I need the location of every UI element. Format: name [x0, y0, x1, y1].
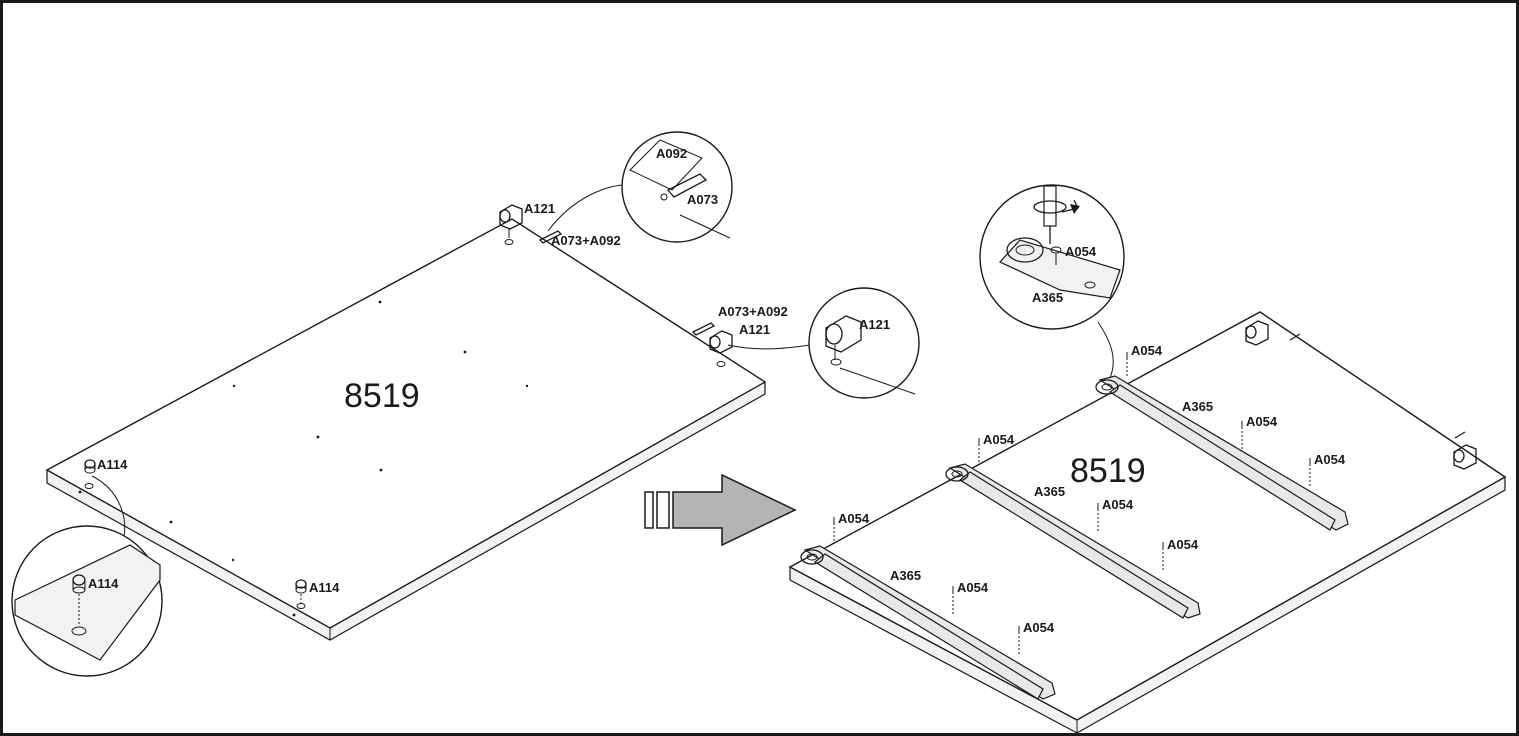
label-glue-detail: A092: [656, 146, 687, 161]
rail-a365-bottom: [800, 545, 1056, 700]
label-foot-left: A114: [97, 457, 128, 472]
label-foot-left-detail: A114: [88, 576, 119, 591]
left-board: 8519: [45, 218, 767, 641]
label-screw-top-a: A054: [1246, 414, 1278, 429]
label-pin-right: A073+A092: [718, 304, 788, 319]
foot-a114-bottom-icon: [295, 579, 307, 609]
label-pin-top: A073+A092: [551, 233, 621, 248]
screwdriver-detail-callout: [979, 184, 1125, 379]
label-screw-bot-b: A054: [1023, 620, 1055, 635]
label-foot-bottom: A114: [309, 580, 340, 595]
board-holes: [78, 239, 726, 617]
next-step-arrow-icon: [644, 473, 797, 547]
label-screw-bot-a: A054: [957, 580, 989, 595]
label-screw-mid-a: A054: [1102, 497, 1134, 512]
foot-a114-left-icon: [84, 459, 96, 474]
label-rail-bot: A365: [890, 568, 921, 583]
label-screw-top-b: A054: [1314, 452, 1346, 467]
label-pin-detail: A073: [687, 192, 718, 207]
screw-icons: [833, 352, 1311, 655]
label-rail-mid: A365: [1034, 484, 1065, 499]
rail-a365-top: [1095, 375, 1349, 531]
label-dowel-top: A121: [524, 201, 555, 216]
right-board: 8519: [788, 311, 1507, 734]
left-panel-number: 8519: [344, 377, 420, 415]
pin-a073-top-icon: [538, 230, 563, 244]
dowel-a121-top-icon: [499, 204, 523, 238]
right-panel-number: 8519: [1070, 452, 1146, 490]
label-dowel-right: A121: [739, 322, 770, 337]
glue-pin-detail-callout: [547, 131, 733, 243]
label-screw-mid-b: A054: [1167, 537, 1199, 552]
label-dowel-right-detail: A121: [859, 317, 890, 332]
label-screw-detail: A054: [1065, 244, 1097, 259]
foot-detail-callout: [11, 475, 163, 677]
label-rail-top: A365: [1182, 399, 1213, 414]
label-screw-top-rail: A054: [1131, 343, 1163, 358]
rail-a365-mid: [945, 463, 1201, 619]
label-screw-bot-rail: A054: [838, 511, 870, 526]
label-rail-detail: A365: [1032, 290, 1063, 305]
dowel-a121-right-icon: [709, 330, 733, 354]
pin-a073-right-icon: [691, 322, 716, 336]
label-screw-mid-rail: A054: [983, 432, 1015, 447]
dowel-detail-callout: [727, 287, 920, 399]
